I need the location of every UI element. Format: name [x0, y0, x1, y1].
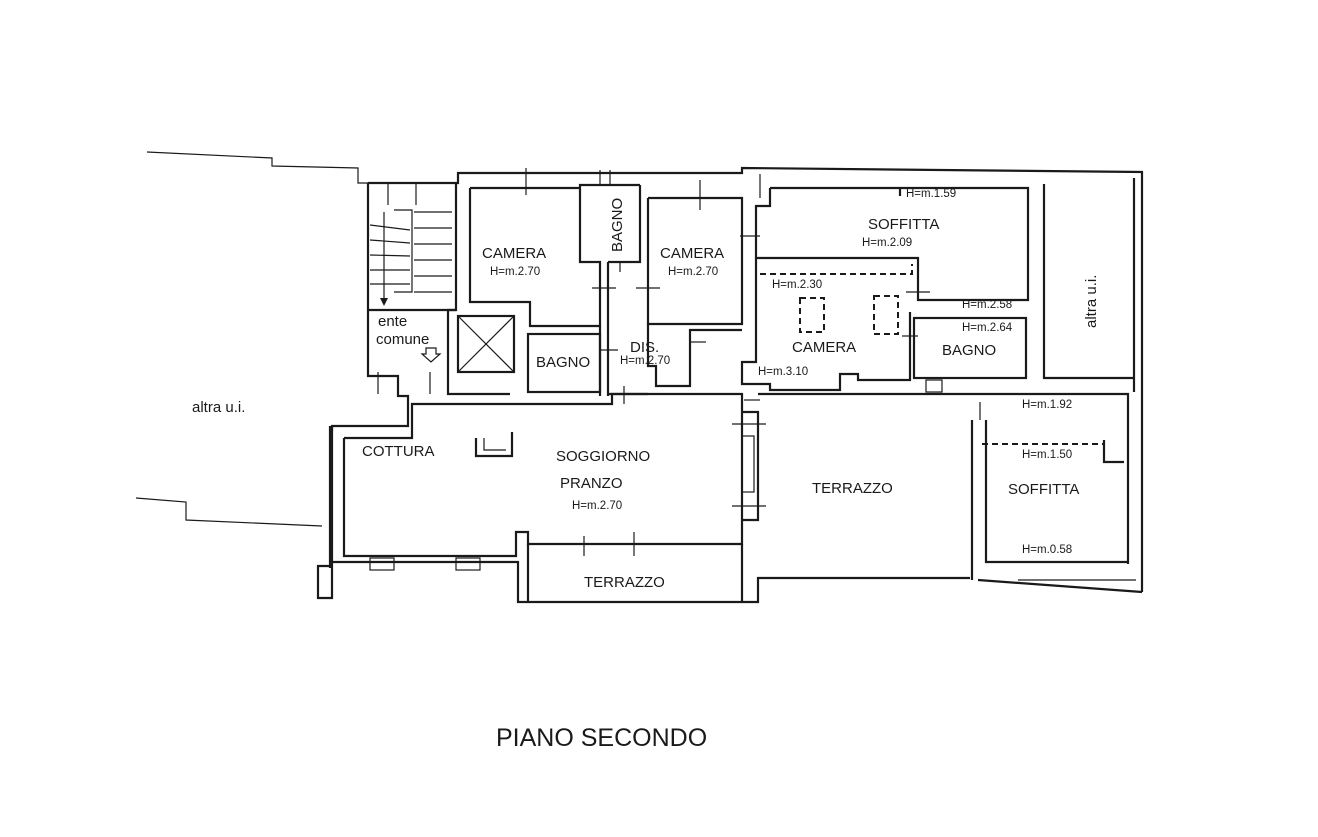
- room-labels: CAMERA H=m.2.70 BAGNO CAMERA H=m.2.70 SO…: [192, 188, 1100, 752]
- terrazzo-bottom-label: TERRAZZO: [584, 574, 665, 591]
- camera1-label: CAMERA: [482, 245, 546, 262]
- staircase: [369, 183, 452, 306]
- dis-label: DIS.: [630, 339, 659, 356]
- bagno-vertical-label: BAGNO: [609, 198, 626, 252]
- bagno3-height-a: H=m.2.58: [962, 299, 1012, 311]
- altra-ui-left-label: altra u.i.: [192, 399, 245, 416]
- interior-walls: [342, 168, 1136, 602]
- soffitta2-height-b: H=m.1.50: [1022, 449, 1072, 461]
- soffitta1-label: SOFFITTA: [868, 216, 939, 233]
- soffitta2-height-c: H=m.0.58: [1022, 544, 1072, 556]
- soffitta1-height-b: H=m.2.09: [862, 237, 912, 249]
- cottura-label: COTTURA: [362, 443, 435, 460]
- camera3-height-a: H=m.2.30: [772, 279, 822, 291]
- neighbour-outline: [135, 151, 369, 527]
- camera3-height-b: H=m.3.10: [758, 366, 808, 378]
- exterior-walls: [316, 166, 1144, 604]
- ente-label: ente: [378, 313, 407, 330]
- bagno3-height-b: H=m.2.64: [962, 322, 1013, 334]
- comune-label: comune: [376, 331, 429, 348]
- soggiorno-height: H=m.2.70: [572, 500, 622, 512]
- soffitta1-height-a: H=m.1.59: [906, 188, 956, 200]
- terrazzo-right-label: TERRAZZO: [812, 480, 893, 497]
- bagno3-label: BAGNO: [942, 342, 996, 359]
- common-landing: [368, 308, 456, 394]
- lift-shaft: [456, 314, 516, 374]
- pranzo-label: PRANZO: [560, 475, 623, 492]
- soffitta2-label: SOFFITTA: [1008, 481, 1079, 498]
- camera2-label: CAMERA: [660, 245, 724, 262]
- camera1-height: H=m.2.70: [490, 266, 540, 278]
- ceiling-lines: [760, 264, 1104, 445]
- soffitta2-height-a: H=m.1.92: [1022, 399, 1072, 411]
- soggiorno-label: SOGGIORNO: [556, 448, 650, 465]
- camera2-height: H=m.2.70: [668, 266, 718, 278]
- bagno2-label: BAGNO: [536, 354, 590, 371]
- camera3-label: CAMERA: [792, 339, 856, 356]
- dis-height: H=m.2.70: [620, 355, 670, 367]
- altra-ui-right-label: altra u.i.: [1083, 275, 1100, 328]
- plan-title: PIANO SECONDO: [496, 724, 707, 752]
